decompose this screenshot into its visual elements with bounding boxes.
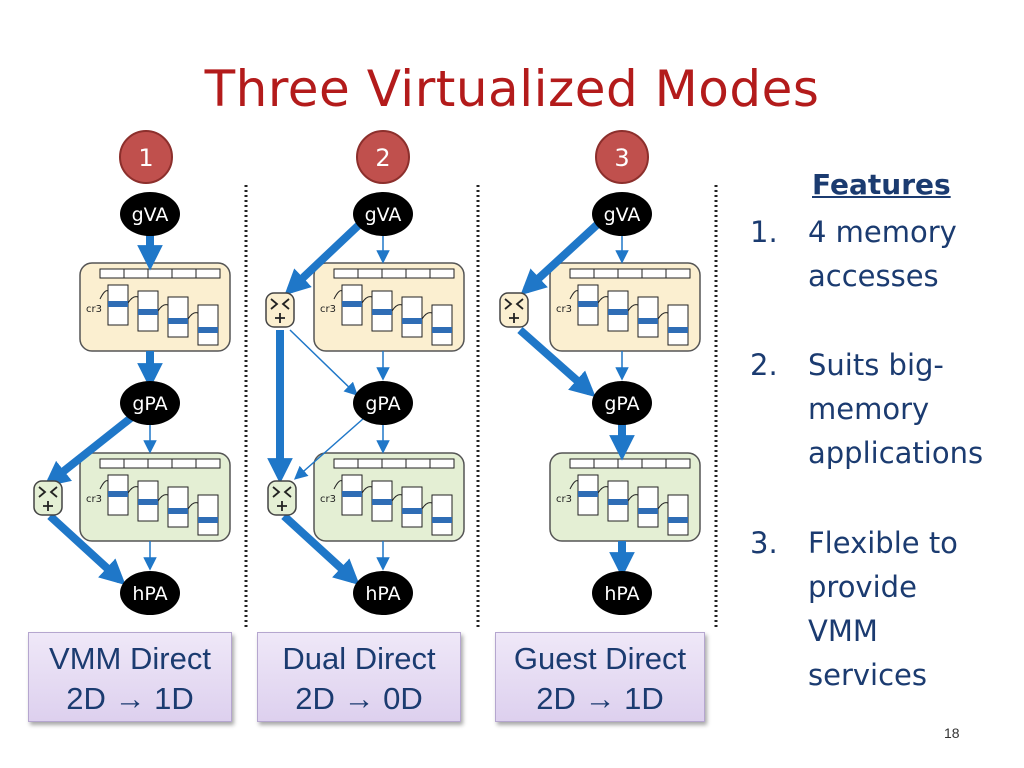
svg-text:gPA: gPA [604, 393, 639, 415]
mode-transition: 2D → 0D [295, 681, 423, 716]
adder-icon [267, 480, 297, 516]
feature-text-line: memory [808, 392, 930, 426]
gpa-node: gPA [353, 381, 413, 425]
adder-icon [33, 480, 63, 516]
gpa-node: gPA [592, 381, 652, 425]
mode-3-number: 3 [595, 130, 649, 184]
mode-2-diagram: cr3 cr3 [265, 219, 465, 586]
svg-text:hPA: hPA [132, 583, 167, 605]
wide-arrow [47, 513, 126, 586]
wide-arrow [281, 513, 360, 586]
gva-node: gVA [120, 192, 180, 236]
svg-text:gVA: gVA [604, 204, 641, 226]
hpa-node: hPA [353, 571, 413, 615]
feature-text-line: applications [808, 436, 984, 470]
adder-icon [265, 292, 295, 328]
mode-name: VMM Direct [49, 641, 211, 676]
svg-text:gVA: gVA [365, 204, 402, 226]
feature-text-line: VMM [808, 614, 878, 648]
gva-node: gVA [592, 192, 652, 236]
cr3-label: cr3 [86, 494, 102, 505]
guest-page-table [313, 262, 465, 352]
feature-text-line: Suits big- [808, 348, 944, 382]
mode-1-diagram: cr3 cr3 [33, 233, 231, 586]
wide-arrow [284, 219, 365, 296]
mode-2-label-box: Dual Direct 2D → 0D [257, 632, 461, 722]
feature-text-line: 4 memory [808, 215, 957, 249]
cr3-label: cr3 [86, 304, 102, 315]
svg-text:1: 1 [138, 144, 153, 172]
mode-1-label-box: VMM Direct 2D → 1D [28, 632, 232, 722]
svg-text:3: 3 [614, 144, 629, 172]
mode-2-number: 2 [356, 130, 410, 184]
svg-text:gPA: gPA [132, 393, 167, 415]
mode-transition: 2D → 1D [536, 681, 664, 716]
feature-number: 1. [750, 215, 778, 249]
cr3-label: cr3 [556, 494, 572, 505]
svg-text:hPA: hPA [604, 583, 639, 605]
cr3-label: cr3 [320, 304, 336, 315]
hpa-node: hPA [592, 571, 652, 615]
gpa-node: gPA [120, 381, 180, 425]
feature-text-line: accesses [808, 259, 939, 293]
mode-3-diagram: cr3 cr3 [499, 219, 701, 578]
wide-arrow [520, 219, 603, 296]
wide-arrow [43, 413, 135, 487]
mode-3-label-box: Guest Direct 2D → 1D [495, 632, 705, 722]
slide-title: Three Virtualized Modes [204, 60, 820, 118]
adder-icon [499, 292, 529, 328]
wide-arrow [517, 327, 596, 398]
svg-text:2: 2 [375, 144, 390, 172]
guest-page-table [549, 262, 701, 352]
svg-text:gPA: gPA [365, 393, 400, 415]
page-number: 18 [944, 725, 960, 741]
feature-text-line: provide [808, 570, 917, 604]
mode-name: Dual Direct [282, 641, 436, 676]
mode-1-number: 1 [119, 130, 173, 184]
feature-text-line: services [808, 658, 927, 692]
svg-text:gVA: gVA [132, 204, 169, 226]
cr3-label: cr3 [556, 304, 572, 315]
mode-name: Guest Direct [513, 641, 687, 676]
thin-arrow [293, 417, 365, 480]
feature-number: 3. [750, 526, 778, 560]
svg-text:hPA: hPA [365, 583, 400, 605]
host-page-table [79, 452, 231, 542]
host-page-table [313, 452, 465, 542]
gva-node: gVA [353, 192, 413, 236]
cr3-label: cr3 [320, 494, 336, 505]
feature-text-line: Flexible to [808, 526, 958, 560]
guest-page-table [79, 262, 231, 352]
hpa-node: hPA [120, 571, 180, 615]
features-heading: Features [812, 168, 951, 201]
feature-number: 2. [750, 348, 778, 382]
thin-arrow [289, 329, 358, 396]
host-page-table [549, 452, 701, 542]
mode-transition: 2D → 1D [66, 681, 194, 716]
